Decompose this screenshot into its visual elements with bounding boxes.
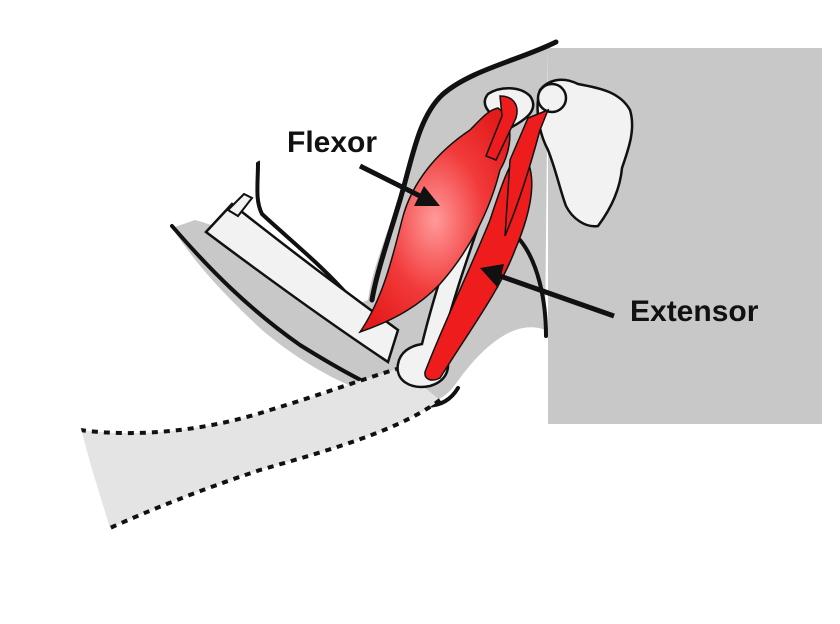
extensor-muscle-head <box>504 108 550 237</box>
forearm-bone-2 <box>226 192 254 218</box>
upper-arm-outline-back <box>518 238 548 338</box>
forearm-bone <box>204 202 400 364</box>
flexor-tendon <box>485 95 518 161</box>
extended-forearm-dotted-top <box>79 366 401 436</box>
flexor-label: Flexor <box>287 126 378 159</box>
extensor-arrow-head <box>480 264 504 288</box>
humeral-head <box>536 82 568 114</box>
flexor-arrow-line <box>358 163 422 199</box>
flexor-arrow-head <box>414 186 440 206</box>
extensor-muscle <box>424 148 533 381</box>
extended-forearm-dotted-bottom <box>109 398 442 530</box>
extended-forearm-ghost <box>80 368 440 528</box>
extensor-arrow-line <box>499 273 615 319</box>
upper-arm-outline-top <box>369 39 559 303</box>
hand-upper <box>100 100 272 240</box>
extensor-label: Extensor <box>630 295 759 328</box>
flexor-muscle <box>358 107 511 334</box>
forearm-outline <box>255 160 354 302</box>
hand-lower <box>30 388 118 588</box>
elbow-outline <box>170 224 460 408</box>
scapula-bone <box>536 78 634 228</box>
